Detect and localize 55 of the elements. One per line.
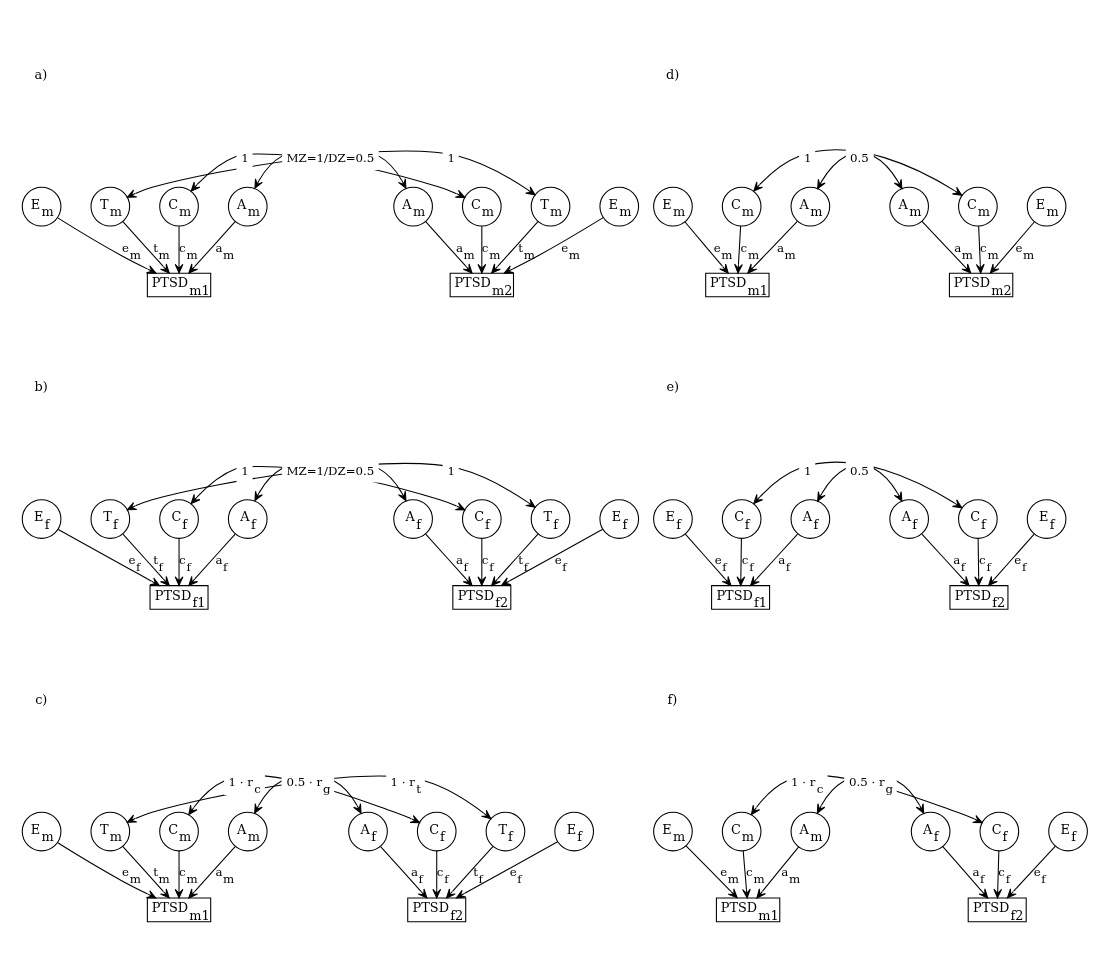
- label: b): [34, 378, 48, 394]
- arrow: [685, 844, 738, 898]
- arrow: [1006, 845, 1056, 898]
- arrow: [684, 221, 729, 274]
- arrow: [446, 845, 494, 898]
- arrow: [455, 840, 559, 898]
- arrow: [57, 528, 160, 586]
- edge-label: 0.5: [850, 150, 869, 165]
- arrow: [122, 220, 170, 274]
- arrow: [477, 225, 487, 273]
- edge-label: MZ=1/DZ=0.5: [286, 150, 375, 165]
- arrow: [503, 216, 604, 274]
- edge-label: 1: [241, 150, 249, 165]
- arrow: [975, 225, 985, 273]
- label: d): [665, 66, 680, 82]
- arrow: [57, 841, 157, 899]
- arrow: [122, 533, 170, 586]
- arrow: [432, 850, 442, 898]
- edge-label: 1: [803, 463, 812, 478]
- arrow: [425, 220, 473, 274]
- arrow: [491, 220, 539, 274]
- arrow: [747, 220, 798, 273]
- edge-label: MZ=1/DZ=0.5: [286, 463, 375, 478]
- arrow: [188, 845, 236, 898]
- arrow: [734, 225, 743, 273]
- arrow: [742, 850, 751, 898]
- arrow: [501, 528, 604, 586]
- arrow: [736, 537, 746, 586]
- arrow: [491, 533, 539, 586]
- arrow: [921, 220, 972, 273]
- label: c): [35, 691, 48, 707]
- arrow: [57, 216, 157, 274]
- label: f): [667, 691, 678, 707]
- arrow: [122, 845, 170, 898]
- arrow: [974, 537, 984, 586]
- arrow: [425, 533, 473, 586]
- edge-label: 1: [447, 463, 455, 478]
- edge-label: 0.5: [850, 463, 869, 478]
- arrow: [993, 850, 1003, 898]
- arrow: [942, 845, 989, 898]
- edge-label: 1: [241, 463, 249, 478]
- arrow: [188, 220, 236, 274]
- arrow: [188, 533, 236, 586]
- arrow: [750, 533, 799, 586]
- edge-label: 1: [447, 150, 455, 165]
- arrow: [684, 533, 732, 586]
- edge-label: 1: [803, 150, 812, 165]
- label: e): [666, 378, 680, 394]
- arrow: [756, 845, 800, 899]
- label: a): [34, 66, 48, 82]
- arrow: [988, 533, 1035, 586]
- arrow: [921, 533, 970, 586]
- arrow: [477, 537, 487, 586]
- arrow: [380, 845, 428, 898]
- arrow: [989, 221, 1035, 274]
